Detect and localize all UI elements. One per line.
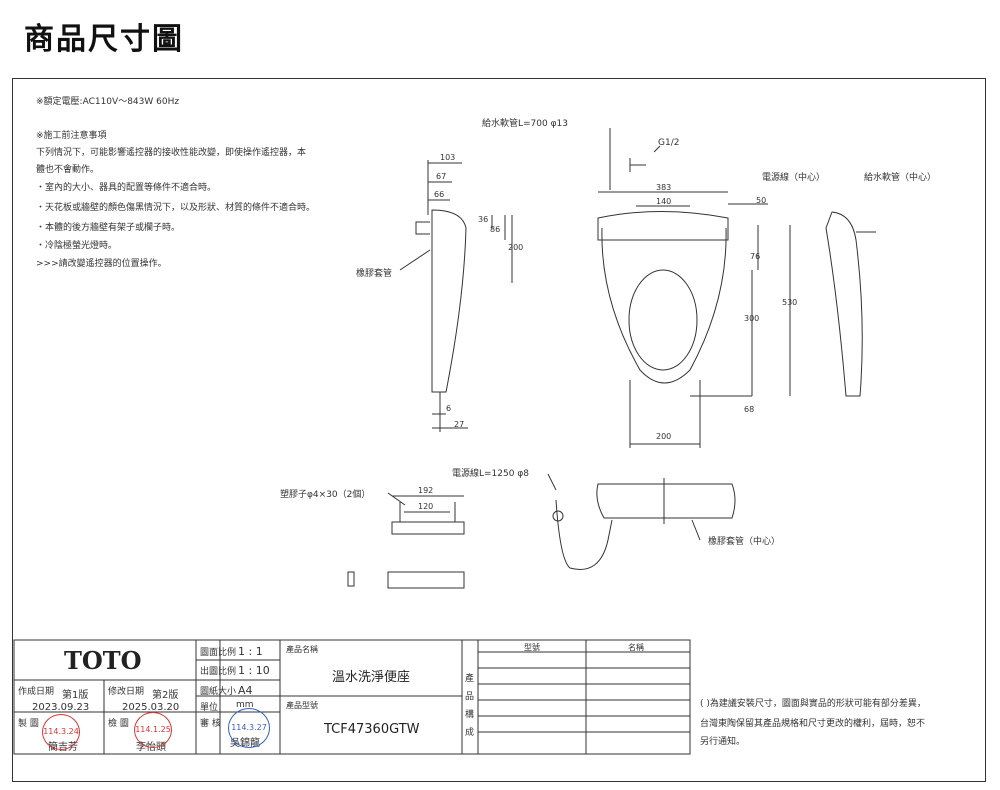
draft-scale-label: 出圖比例 (200, 667, 237, 677)
power-cord-line (555, 499, 613, 570)
created-version: 第1版 (62, 690, 89, 701)
dim-value: 530 (782, 298, 798, 307)
composition-label: 產品構成 (465, 674, 475, 738)
supply-hose-label: 給水軟管L=700 φ13 (482, 119, 568, 129)
rubber-sleeve-center-label: 橡膠套管（中心） (708, 537, 781, 547)
side-view-hose (415, 221, 430, 235)
rubber-sleeve-label: 橡膠套管 (356, 269, 393, 279)
revised-version: 第2版 (152, 690, 179, 701)
power-plug (552, 510, 564, 522)
revised-label: 修改日期 (108, 687, 145, 697)
dim-value: 192 (418, 486, 434, 495)
product-name-label: 產品名稱 (286, 645, 318, 654)
rated-power-note: ※額定電壓:AC110V～843W 60Hz (36, 97, 180, 107)
note-line: ・冷陰極螢光燈時。 (36, 241, 118, 251)
dim-value: 86 (490, 225, 501, 234)
unit-label: 單位 (200, 703, 219, 713)
right-side-view-seat (825, 211, 863, 397)
dim-value: 76 (750, 252, 761, 261)
bracket-plate (391, 521, 465, 535)
supply-hose-center-label: 給水軟管（中心） (864, 173, 937, 183)
dim-value: 36 (478, 215, 489, 224)
front-view-seat-outer (601, 227, 727, 384)
dim-value: 140 (656, 197, 672, 206)
remote-holder (347, 571, 355, 587)
dim-value: 66 (434, 190, 445, 199)
construction-heading: ※施工前注意事項 (36, 131, 107, 141)
brand-logo: TOTO (64, 646, 142, 675)
revised-date: 2025.03.20 (122, 702, 180, 713)
dim-value: 67 (436, 172, 447, 181)
checked-label: 檢 圖 (108, 719, 129, 729)
dim-value: 27 (454, 420, 465, 429)
product-name: 溫水洗淨便座 (332, 670, 411, 685)
paper-label: 圖紙大小 (200, 687, 237, 697)
dim-value: 6 (446, 404, 452, 413)
drawn-label: 製 圖 (18, 719, 39, 729)
created-date: 2023.09.23 (32, 702, 90, 713)
scale-value: 1 : 1 (238, 645, 263, 658)
product-model-label: 產品型號 (286, 701, 318, 710)
lid-front-view (596, 483, 736, 519)
paper-value: A4 (238, 684, 253, 697)
scale-label: 圖面比例 (200, 648, 237, 658)
dim-value: 50 (756, 196, 767, 205)
note-line: 下列情況下，可能影響遙控器的接收性能改變，即使操作遙控器，本 (36, 148, 307, 158)
unit-value: mm (236, 700, 254, 710)
remote-control (387, 571, 465, 589)
dim-value: 120 (418, 502, 434, 511)
plastic-plug-label: 塑膠子φ4×30（2個） (280, 490, 371, 500)
note-line: ・室內的大小、器具的配置等條件不適合時。 (36, 183, 217, 193)
draft-scale-value: 1 : 10 (238, 664, 270, 677)
disclaimer-line: ( )為建議安裝尺寸，圖面與實品的形狀可能有部分差異， (700, 699, 926, 709)
side-view-seat (431, 209, 467, 393)
product-model: TCF47360GTW (324, 722, 420, 737)
power-cord-label: 電源線L=1250 φ8 (452, 469, 529, 479)
disclaimer-line: 另行通知。 (700, 737, 746, 747)
note-line: 體也不會動作。 (36, 165, 100, 175)
front-view-tank (597, 211, 729, 241)
disclaimer-line: 台灣東陶保留其產品規格和尺寸更改的權利，屆時，恕不 (700, 719, 926, 729)
front-view-seat-inner (628, 269, 698, 371)
dim-value: 200 (508, 243, 524, 252)
dim-value: 300 (744, 314, 760, 323)
page-title: 商品尺寸圖 (24, 22, 184, 57)
dim-value: 68 (744, 405, 755, 414)
note-line: ・本體的後方牆壁有架子或欄子時。 (36, 223, 181, 233)
dim-value: 383 (656, 183, 672, 192)
note-line: ・天花板或牆壁的顏色傷黑情況下，以及形狀、材質的條件不適合時。 (36, 203, 316, 213)
check-label: 審 核 (200, 719, 221, 729)
drawing-frame (12, 78, 986, 782)
approval-stamp: 114.1.25 (134, 712, 172, 748)
dim-value: 103 (440, 153, 456, 162)
note-line: >>>請改變遙控器的位置操作。 (36, 259, 167, 269)
model-column-header: 型號 (524, 643, 540, 652)
g-thread-label: G1/2 (658, 138, 680, 148)
power-cord-center-label: 電源線（中心） (762, 173, 826, 183)
approval-stamp: 114.3.24 (42, 714, 80, 750)
name-column-header: 名稱 (628, 643, 644, 652)
created-label: 作成日期 (18, 687, 55, 697)
dim-value: 200 (656, 432, 672, 441)
approval-stamp: 114.3.27 (228, 708, 270, 748)
